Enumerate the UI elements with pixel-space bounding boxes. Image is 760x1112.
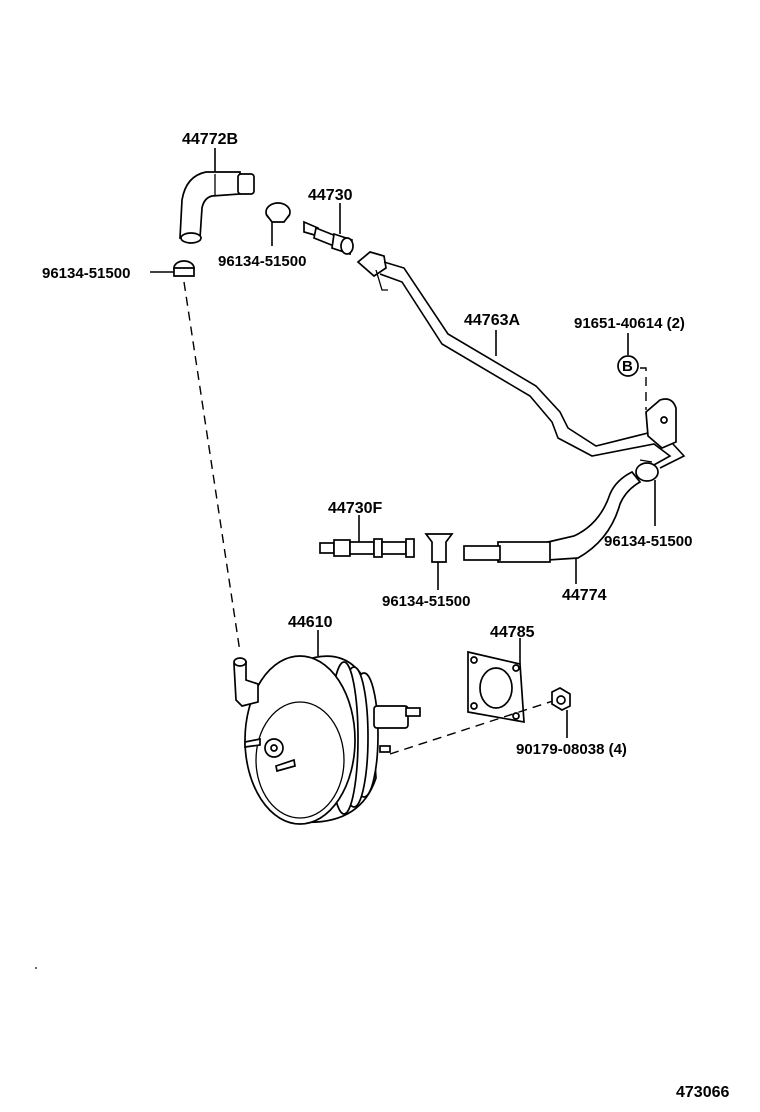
diagram-id: 473066 [676, 1084, 729, 1101]
scan-dot [35, 967, 37, 969]
label-44610: 44610 [288, 614, 333, 631]
check-valve-44730[interactable] [303, 220, 354, 256]
hose-44774[interactable] [463, 470, 642, 563]
label-44785: 44785 [490, 624, 535, 641]
label-clamp-upper-left: 96134-51500 [42, 265, 130, 282]
hose-elbow-44772b[interactable] [179, 171, 255, 244]
marker-b-letter: B [622, 358, 633, 375]
label-clamp-upper-mid: 96134-51500 [218, 253, 306, 270]
marker-b [617, 355, 639, 377]
label-44730f: 44730F [328, 500, 382, 517]
label-clamp-lower: 96134-51500 [382, 593, 470, 610]
tube-bracket[interactable] [645, 398, 677, 449]
clamp-lower[interactable] [424, 533, 454, 563]
label-bolt-91651: 91651-40614 (2) [574, 315, 685, 332]
brake-booster-44610[interactable] [233, 655, 421, 825]
clamp-upper-mid[interactable] [265, 202, 291, 223]
label-44730: 44730 [308, 187, 353, 204]
clamp-right[interactable] [635, 459, 659, 482]
label-44772b: 44772B [182, 131, 238, 148]
label-clamp-right: 96134-51500 [604, 533, 692, 550]
label-44763a: 44763A [464, 312, 520, 329]
label-nut-90179: 90179-08038 (4) [516, 741, 627, 758]
gasket-44785[interactable] [467, 650, 525, 724]
nut-90179[interactable] [551, 687, 571, 711]
clamp-upper-left[interactable] [173, 260, 195, 277]
label-44774: 44774 [562, 587, 607, 604]
check-valve-44730f[interactable] [319, 538, 415, 558]
